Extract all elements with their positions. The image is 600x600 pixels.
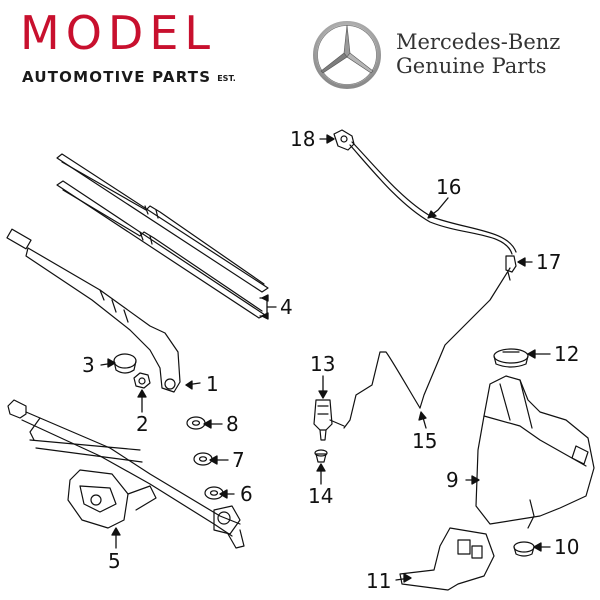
mercedes-star-icon xyxy=(313,21,381,89)
callout-5: 5 xyxy=(108,549,121,573)
callout-11: 11 xyxy=(366,569,391,593)
brand-subtitle-text: AUTOMOTIVE PARTS xyxy=(22,68,212,86)
cap-part xyxy=(113,353,137,374)
callout-9: 9 xyxy=(446,468,459,492)
wiper-blade-upper xyxy=(56,153,269,293)
callout-4: 4 xyxy=(280,295,293,319)
washer-6 xyxy=(204,486,224,500)
brand-logo: MODEL xyxy=(20,6,217,60)
callout-12: 12 xyxy=(554,342,579,366)
callout-2: 2 xyxy=(136,412,149,436)
brand-est: EST. xyxy=(217,74,236,83)
callout-3: 3 xyxy=(82,353,95,377)
header: MODEL AUTOMOTIVE PARTS EST. Mercedes-Benz… xyxy=(0,0,600,100)
callout-13: 13 xyxy=(310,352,335,376)
washer-pump xyxy=(313,399,345,441)
oem-subtitle: Genuine Parts xyxy=(396,54,547,78)
oem-name: Mercedes-Benz xyxy=(396,30,561,54)
callout-15: 15 xyxy=(412,429,437,453)
callout-14: 14 xyxy=(308,484,333,508)
callout-18: 18 xyxy=(290,127,315,151)
leader-lines xyxy=(100,134,551,583)
wiper-linkage-motor xyxy=(7,399,245,549)
callout-17: 17 xyxy=(536,250,561,274)
callout-6: 6 xyxy=(240,482,253,506)
nut-part xyxy=(133,372,151,389)
reservoir-cap xyxy=(493,348,529,368)
washer-8 xyxy=(186,416,206,430)
callout-7: 7 xyxy=(232,448,245,472)
brand-subtitle: AUTOMOTIVE PARTS EST. xyxy=(22,68,236,86)
callout-1: 1 xyxy=(206,372,219,396)
washer-reservoir xyxy=(475,375,595,529)
wiper-arm xyxy=(6,228,181,393)
washer-7 xyxy=(193,452,213,466)
grommet-10 xyxy=(513,541,535,557)
callout-labels: 1 2 3 4 5 6 7 8 9 10 11 12 13 14 15 16 1… xyxy=(82,127,579,593)
bracket-part xyxy=(399,527,495,591)
callout-16: 16 xyxy=(436,175,461,199)
nozzle-part xyxy=(333,129,355,151)
connector-part xyxy=(505,255,517,281)
grommet-part xyxy=(314,449,328,463)
callout-8: 8 xyxy=(226,412,239,436)
callout-10: 10 xyxy=(554,535,579,559)
